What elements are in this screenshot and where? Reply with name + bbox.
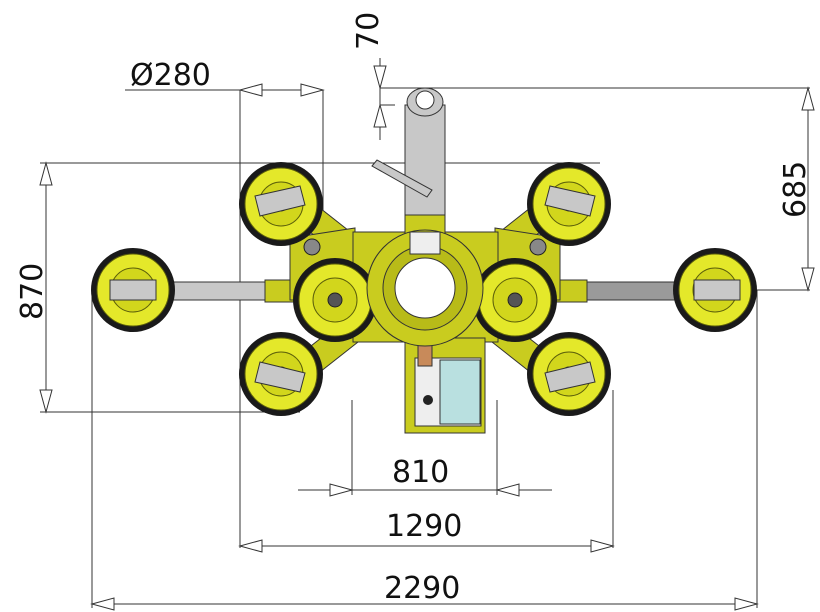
suction-cup: [472, 257, 558, 343]
dim-810: 810: [392, 455, 449, 490]
dim-685: 685: [778, 161, 813, 218]
dim-2290: 2290: [384, 571, 460, 606]
lifting-eye-post: [404, 104, 446, 218]
dim-870: 870: [15, 263, 50, 320]
dimension-labels: Ø280 70 685 870 810 1290 2290: [15, 12, 813, 606]
dim-1290: 1290: [386, 509, 462, 544]
dimension-lines: [39, 58, 815, 611]
dim-cup-diameter: Ø280: [130, 58, 211, 93]
suction-cup: [292, 257, 378, 343]
handle: [371, 159, 433, 198]
dim-70: 70: [351, 12, 386, 50]
